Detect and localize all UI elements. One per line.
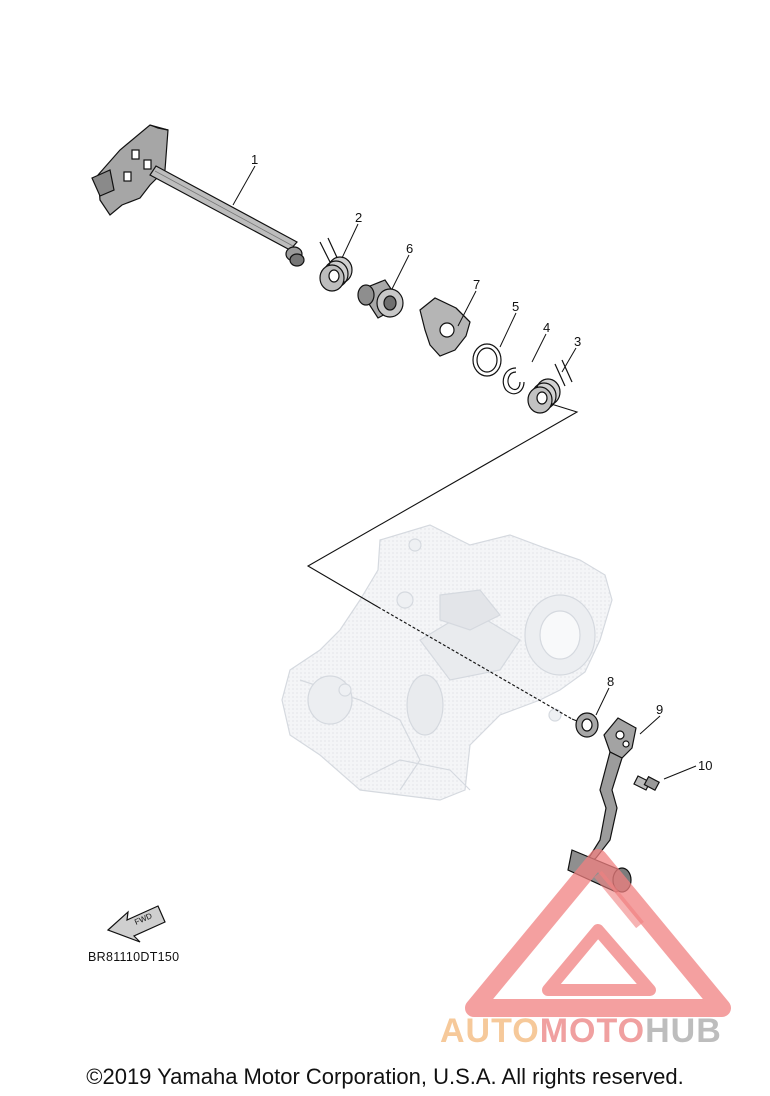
copyright-text: ©2019 Yamaha Motor Corporation, U.S.A. A… — [86, 1064, 684, 1089]
spring-part-3 — [527, 359, 573, 414]
callout-2: 2 — [355, 210, 362, 225]
callout-5: 5 — [512, 299, 519, 314]
callout-3: 3 — [574, 334, 581, 349]
callout-1: 1 — [251, 152, 258, 167]
crankcase-ghost — [281, 524, 613, 801]
callout-10: 10 — [698, 758, 712, 773]
spring-part-2 — [319, 237, 353, 292]
brand-moto: MOTO — [539, 1012, 646, 1050]
callout-6: 6 — [406, 241, 413, 256]
shift-shaft-part — [91, 124, 305, 267]
drawing-code: BR81110DT150 — [88, 950, 180, 964]
guide-part-7 — [419, 297, 471, 357]
brand-hub: HUB — [645, 1012, 722, 1050]
callout-4: 4 — [543, 320, 550, 335]
callout-9: 9 — [656, 702, 663, 717]
circlip-part-5 — [472, 343, 502, 377]
circlip-part-4 — [502, 367, 525, 395]
watermark-brand: AUTOMOTOHUB — [440, 1012, 722, 1051]
watermark-logo-icon — [465, 849, 731, 1017]
callout-8: 8 — [607, 674, 614, 689]
fwd-arrow-icon: FWD — [106, 905, 166, 943]
washer-part-8 — [575, 712, 599, 738]
collar-part-6 — [357, 279, 404, 319]
bolt-part-10 — [633, 775, 660, 792]
brand-auto: AUTO — [440, 1012, 540, 1050]
leader-lines — [232, 165, 697, 780]
callout-7: 7 — [473, 277, 480, 292]
